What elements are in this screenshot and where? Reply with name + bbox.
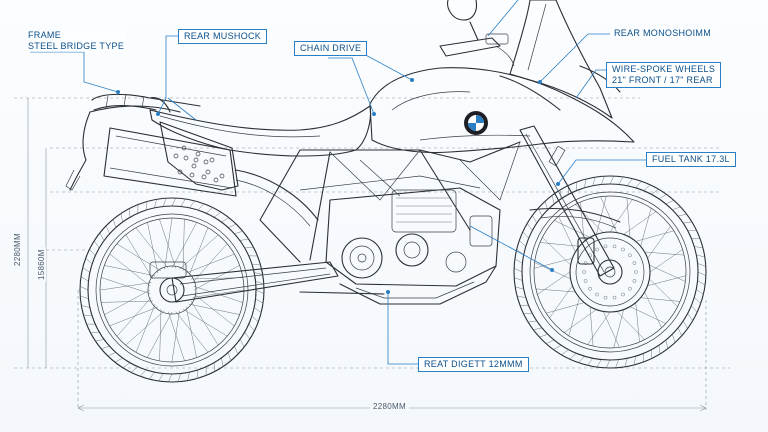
wheels-callout-title: WIRE-SPOKE WHEELS (612, 64, 716, 74)
dimension-lines (14, 97, 730, 412)
seat (149, 105, 372, 157)
rear-mushock-callout: REAR MUSHOCK (178, 29, 268, 44)
callout-leaders (30, 0, 646, 365)
exhaust-muffler (103, 127, 319, 227)
handlebar-mirror (439, 0, 515, 67)
swingarm (149, 261, 339, 303)
frame-callout-detail: STEEL BRIDGE TYPE (28, 41, 125, 51)
engine (325, 187, 501, 287)
roundel-logo-icon (464, 111, 488, 135)
seat-height-dimension: 15860M (37, 247, 46, 282)
overall-height-dimension: 2280MM (13, 231, 22, 268)
front-fork (519, 125, 621, 277)
front-wheel (513, 175, 707, 369)
frame-callout: FRAME STEEL BRIDGE TYPE (26, 30, 127, 52)
rear-wheel (79, 197, 265, 383)
steel-frame (259, 141, 521, 263)
side-panel (159, 121, 239, 191)
front-spokes (534, 196, 686, 348)
rear-spokes (99, 217, 245, 363)
skid-plate (299, 265, 497, 305)
fuel-tank-callout: FUEL TANK 17.3L (646, 152, 736, 167)
wheels-callout-detail: 21" FRONT / 17" REAR (612, 75, 713, 85)
luggage-rack (91, 93, 201, 113)
seat-height-callout: REAT DIGETT 12MMM (418, 357, 529, 372)
frame-callout-title: FRAME (28, 30, 61, 40)
rear-tread (80, 198, 264, 382)
overall-length-dimension: 2280MM (370, 402, 409, 411)
wheels-callout: WIRE-SPOKE WHEELS 21" FRONT / 17" REAR (606, 62, 722, 88)
rear-monoshock-callout: REAR MONOSHOIMM (612, 28, 714, 39)
chain-drive-callout: CHAIN DRIVE (294, 41, 368, 56)
brake-disc-holes (582, 244, 638, 300)
front-tread (514, 176, 706, 368)
windshield (509, 0, 621, 119)
fuel-tank (369, 67, 635, 153)
